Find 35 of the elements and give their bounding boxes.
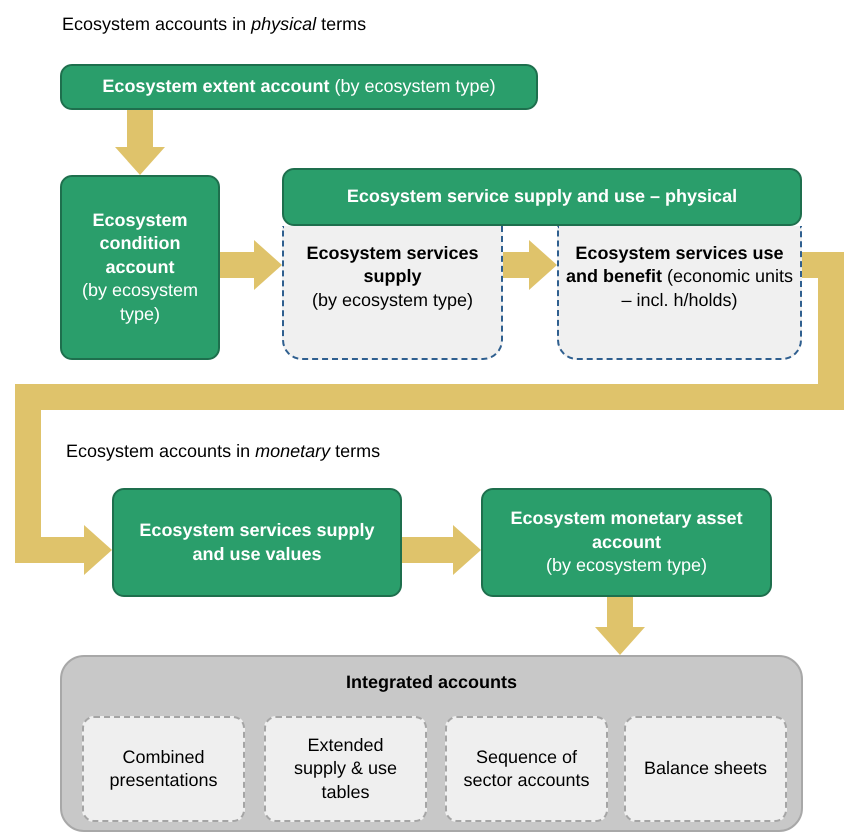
arrow xyxy=(220,240,282,290)
box-text: Sequence of sector accounts xyxy=(462,746,591,792)
dashed-box xyxy=(624,716,787,822)
box-text: Combined presentations xyxy=(108,746,219,792)
box-title: Ecosystem monetary asset account xyxy=(509,507,744,554)
group-panel xyxy=(60,655,803,832)
box-subtitle: (by ecosystem type) xyxy=(80,279,200,326)
box-subtitle: (by ecosystem type) xyxy=(310,288,474,312)
account-box xyxy=(481,488,772,597)
box-title: Ecosystem service supply and use – physical xyxy=(346,185,738,208)
box-title: Ecosystem services supply xyxy=(305,242,480,288)
arrow xyxy=(595,597,645,655)
dashed-box xyxy=(82,716,245,822)
arrow xyxy=(15,252,844,575)
account-box xyxy=(112,488,402,597)
box-text: Balance sheets xyxy=(642,757,768,780)
account-box xyxy=(60,64,538,110)
section-heading: Ecosystem accounts in monetary terms xyxy=(66,441,380,462)
section-heading: Ecosystem accounts in physical terms xyxy=(62,14,366,35)
account-box xyxy=(282,168,802,226)
box-subtitle: (by ecosystem type) xyxy=(544,554,708,578)
dashed-box xyxy=(282,226,503,360)
box-text: Ecosystem services use and benefit (economic units – incl. h/holds) xyxy=(564,242,794,312)
dashed-box xyxy=(445,716,608,822)
dashed-box xyxy=(264,716,427,822)
dashed-box xyxy=(557,226,802,360)
arrow xyxy=(402,525,481,575)
account-box xyxy=(60,175,220,360)
group-title: Integrated accounts xyxy=(346,671,518,694)
box-title: Ecosystem services supply and use values xyxy=(138,519,376,566)
arrow xyxy=(503,240,557,290)
box-title: Ecosystem extent account (by ecosystem type) xyxy=(101,75,497,98)
box-text: Extended supply & use tables xyxy=(292,734,398,804)
arrow xyxy=(115,110,165,175)
box-title: Ecosystem condition account xyxy=(91,209,189,279)
